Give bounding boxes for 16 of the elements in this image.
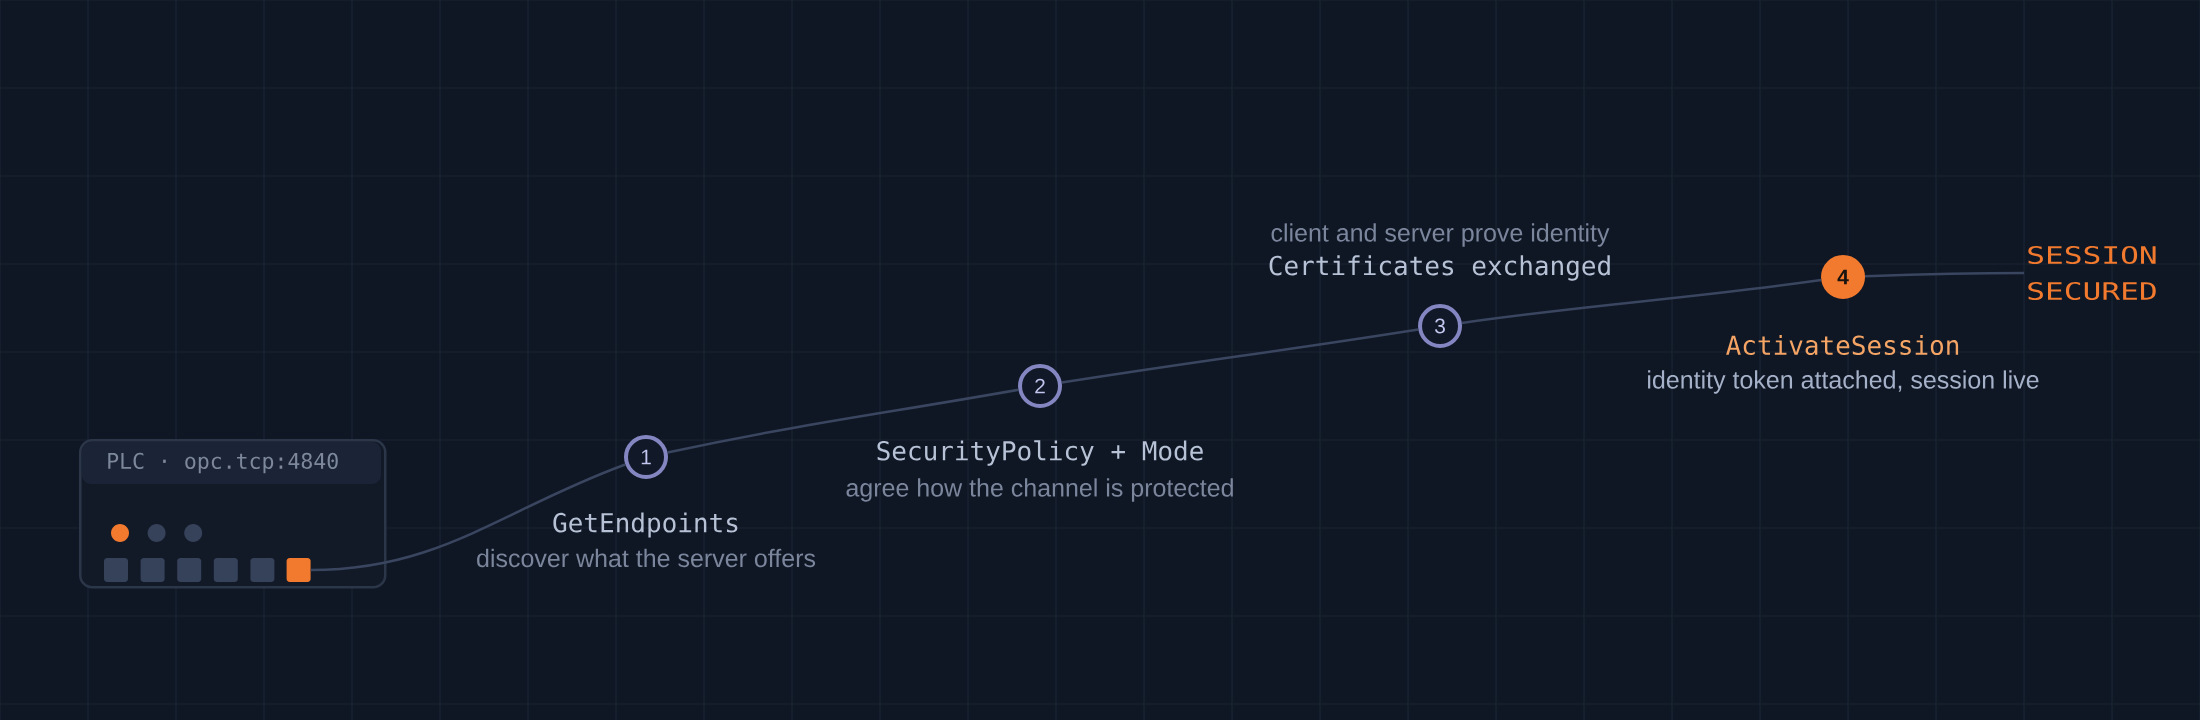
step-title: ActivateSession [1726,334,1959,356]
step-title: Certificates exchanged [1269,255,1610,281]
connector-line [667,388,1019,454]
step-description: identity token attached, session live [1648,370,2039,394]
connector-line [310,463,626,572]
device-card: PLC · opc.tcp:4840 [79,439,387,589]
step-description: discover what the server offers [477,548,816,568]
step-title: SecurityPolicy + Mode [877,440,1203,466]
step-description: agree how the channel is protected [846,478,1233,502]
connector-line [1061,328,1419,384]
status-label: SESSION SECURED [2028,245,2156,301]
connector-line [1864,271,2025,278]
step-description: client and server prove identity [1271,223,1610,247]
connector-line [1461,278,1822,325]
step-title: GetEndpoints [553,512,738,538]
status-square [286,558,311,582]
